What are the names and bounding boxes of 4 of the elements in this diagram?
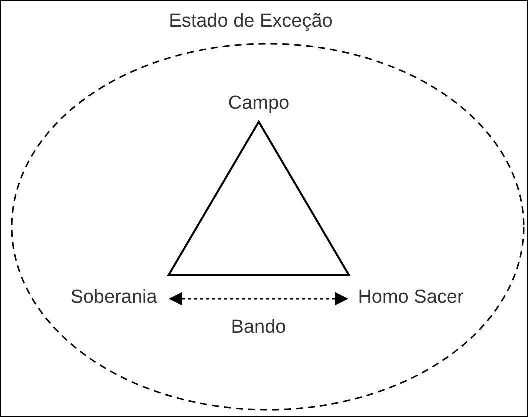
heading: Estado de Exceção xyxy=(169,11,333,33)
node-label: Campo xyxy=(228,93,290,115)
node-label: Homo Sacer xyxy=(358,287,464,309)
node-label: Soberania xyxy=(70,287,158,309)
